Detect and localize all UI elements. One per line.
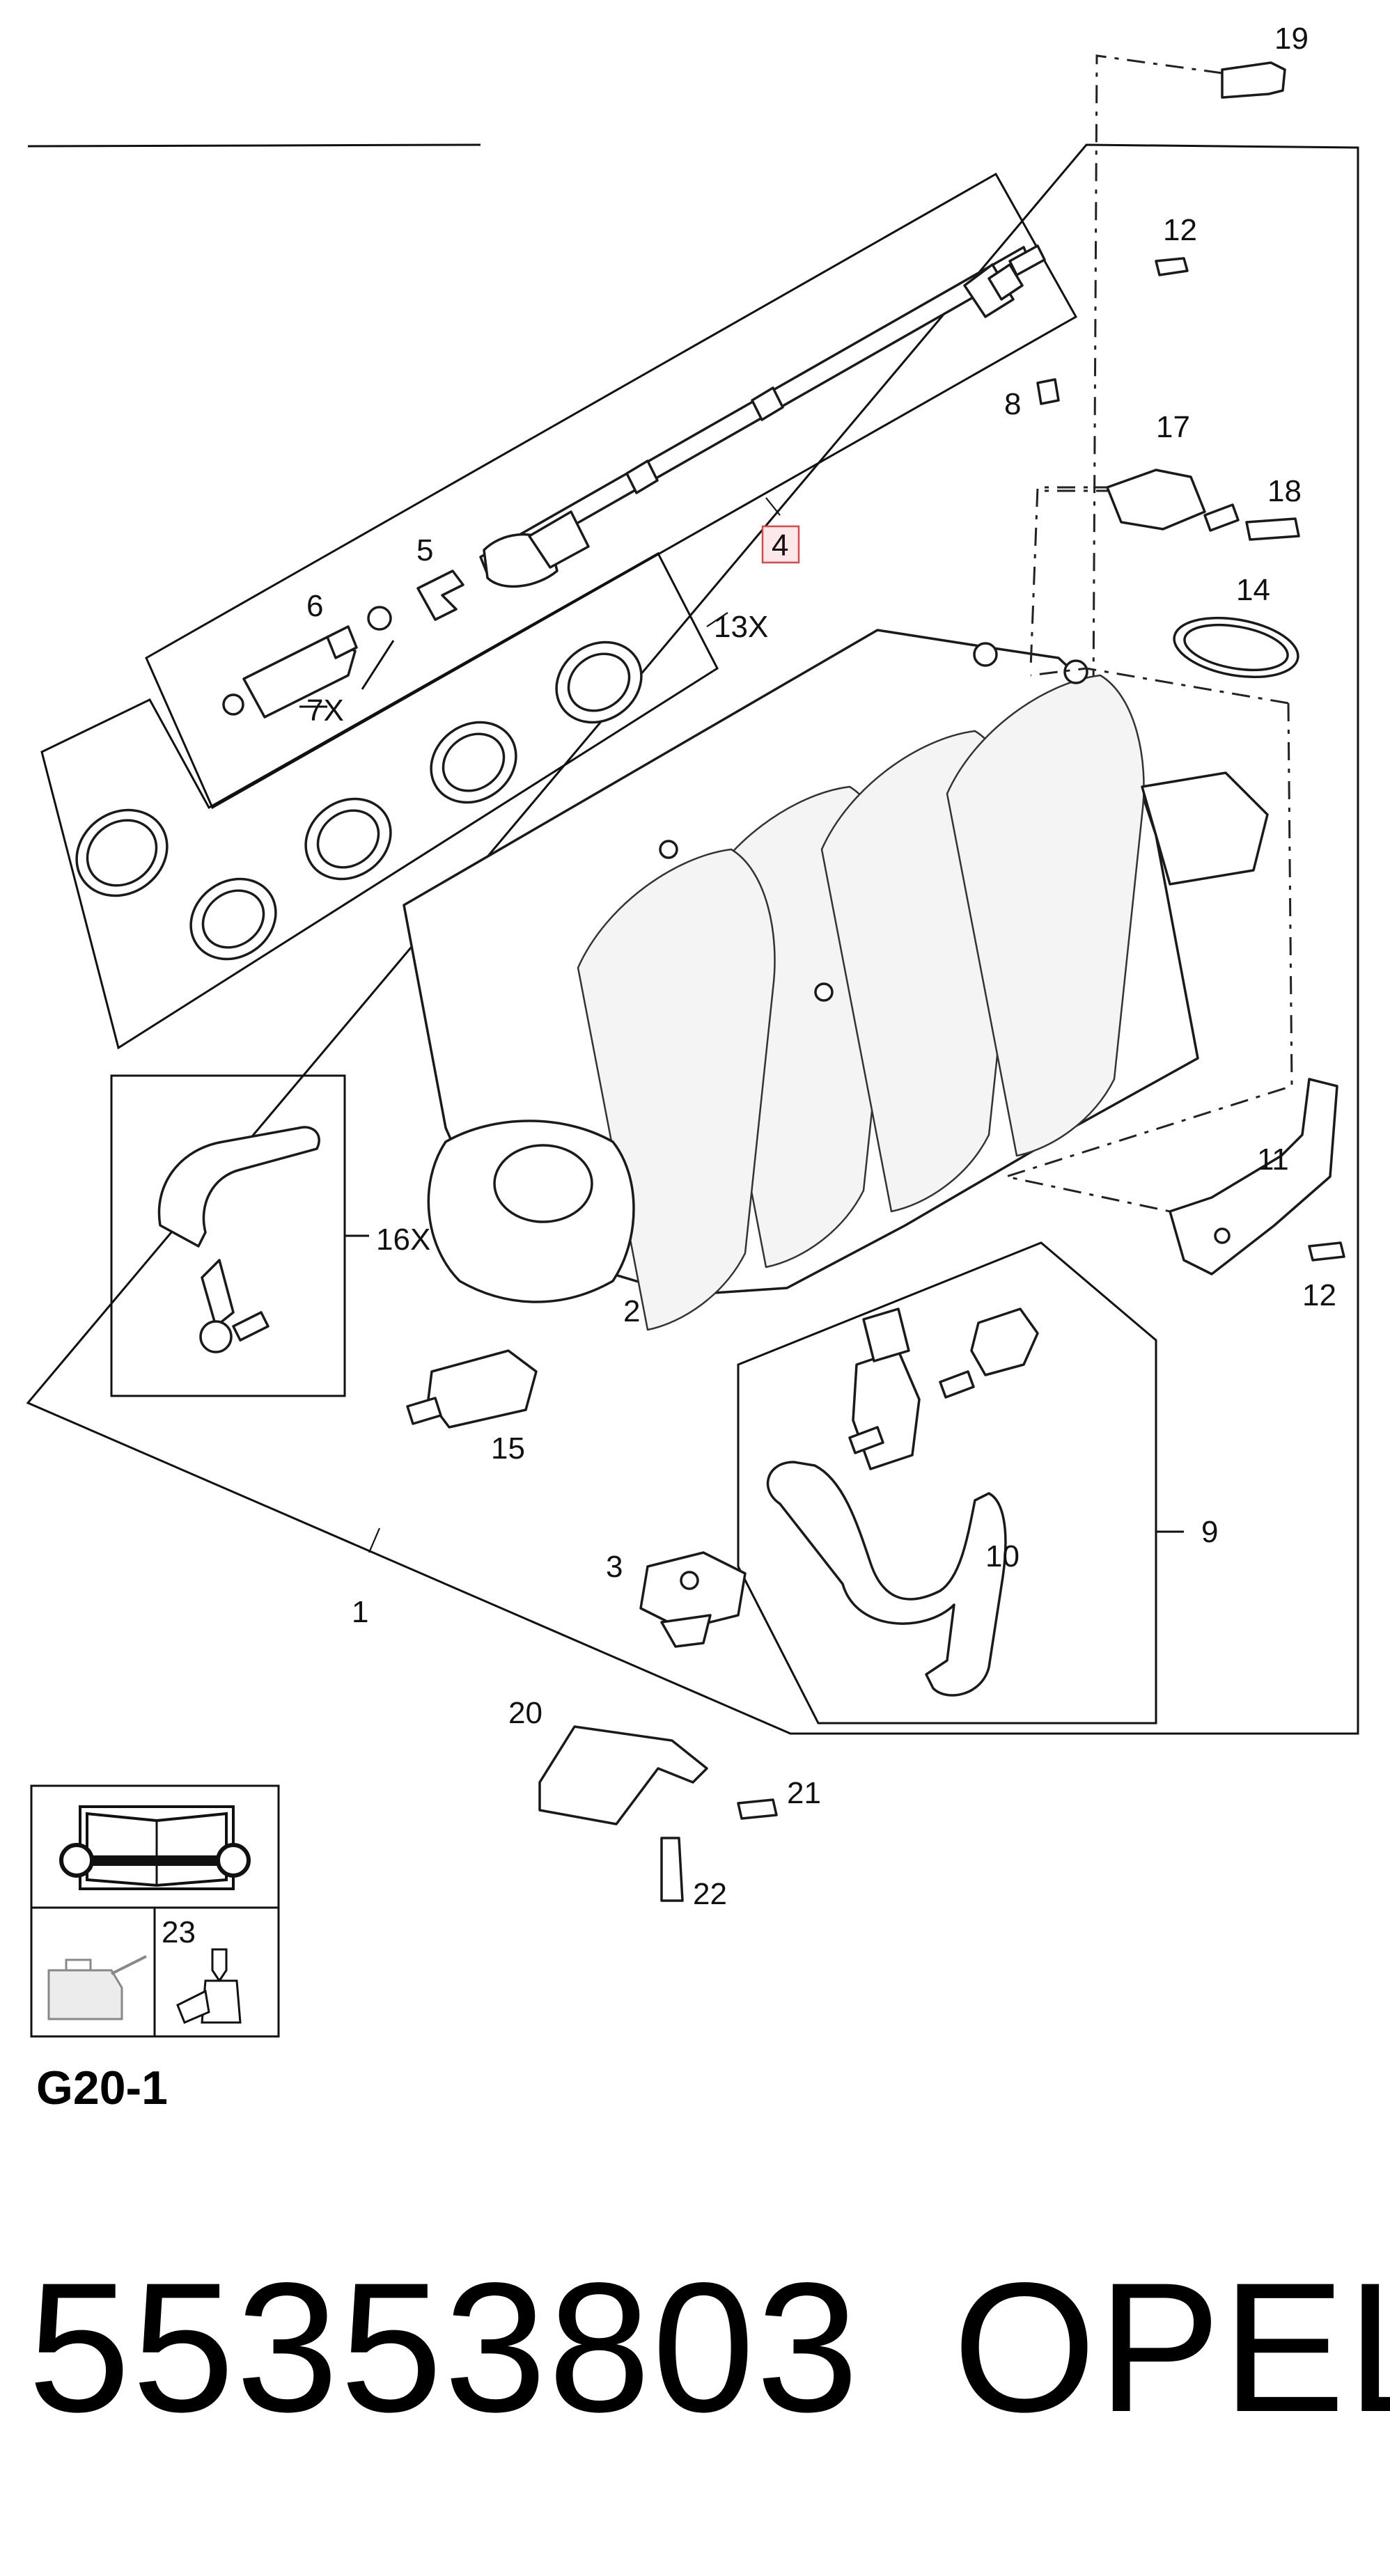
bracket-20 <box>538 1725 708 1825</box>
callout-2: 2 <box>623 1294 640 1328</box>
callout-15: 15 <box>491 1431 525 1466</box>
callout-23: 23 <box>162 1915 196 1949</box>
callout-12-top: 12 <box>1163 213 1197 247</box>
callout-1: 1 <box>352 1595 368 1629</box>
callout-19: 19 <box>1274 22 1309 56</box>
sealant-bottle-icon: 23 <box>162 1915 242 2024</box>
callout-14: 14 <box>1236 573 1270 607</box>
gasket-box <box>40 551 719 1050</box>
callout-17: 17 <box>1156 410 1190 444</box>
brand-name: OPEL <box>953 2245 1390 2451</box>
repair-manual-icon <box>59 1805 251 1890</box>
callout-4-highlight <box>761 525 800 564</box>
intake-gaskets <box>75 641 643 961</box>
vacuum-hose <box>157 1126 320 1353</box>
callout-8: 8 <box>1004 387 1021 421</box>
sealing-ring <box>1173 616 1299 679</box>
fuel-rail <box>479 244 1046 588</box>
callout-16x: 16X <box>376 1223 430 1257</box>
callout-labels: 19 12 8 17 18 4 14 5 6 13X 7X 11 16X 12 … <box>306 22 1336 1911</box>
map-sensor <box>1106 469 1240 532</box>
legend-box: 23 <box>30 1784 280 2038</box>
purge-valve-and-hose <box>766 1307 1039 1697</box>
callout-21: 21 <box>787 1776 821 1810</box>
bolts <box>660 61 1345 1902</box>
callout-12-bottom: 12 <box>1302 1278 1336 1312</box>
callout-20: 20 <box>508 1696 542 1730</box>
fuel-injector <box>222 606 392 718</box>
callout-13x: 13X <box>714 610 768 644</box>
callout-10: 10 <box>985 1539 1020 1573</box>
callout-7x: 7X <box>306 693 344 728</box>
callout-5: 5 <box>416 533 433 567</box>
fuel-rail-box <box>145 172 1078 810</box>
damper-block <box>639 1551 747 1648</box>
page-code: G20-1 <box>36 2061 168 2114</box>
callout-3: 3 <box>606 1550 623 1584</box>
callout-9: 9 <box>1201 1515 1218 1549</box>
part-number: 55353803 <box>28 2245 861 2451</box>
callout-6: 6 <box>306 589 323 623</box>
oil-can-icon <box>47 1955 147 2020</box>
leader-19 <box>1092 54 1223 697</box>
callout-11: 11 <box>1257 1142 1289 1177</box>
injector-clip <box>416 570 464 621</box>
callout-18: 18 <box>1267 474 1302 508</box>
callout-22: 22 <box>693 1877 727 1911</box>
leader-lines <box>368 497 781 1553</box>
bracket-11 <box>1169 1078 1338 1275</box>
intake-manifold <box>403 629 1269 1331</box>
callout-4: 4 <box>772 528 788 563</box>
temperature-sensor <box>406 1349 538 1429</box>
purge-valve-box <box>737 1241 1157 1725</box>
